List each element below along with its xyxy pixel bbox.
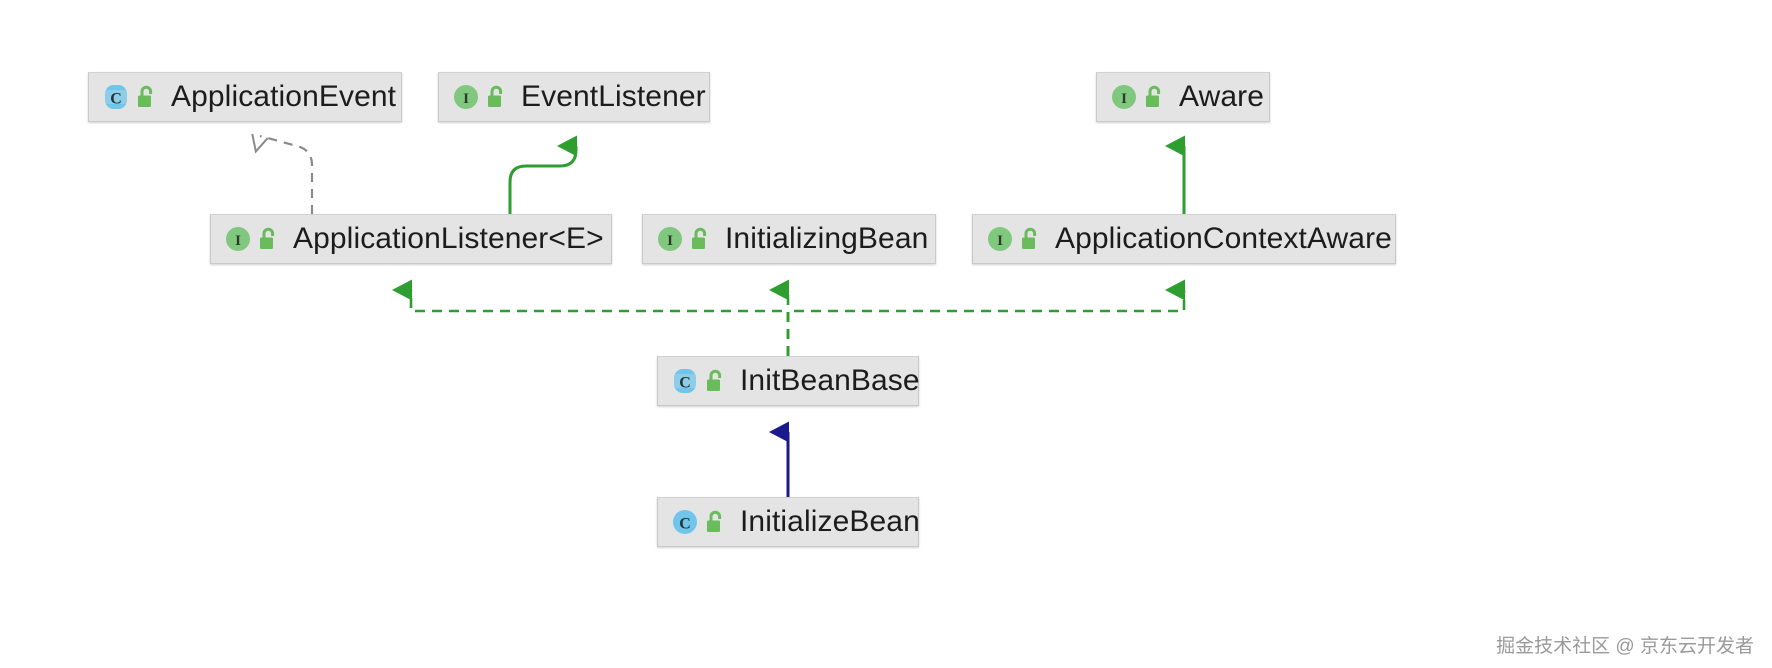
node-application-event[interactable]: C ApplicationEvent [88, 72, 402, 122]
class-icon: C [101, 82, 131, 112]
node-initialize-bean[interactable]: C InitializeBean [657, 497, 920, 547]
node-init-bean-base[interactable]: C InitBeanBase [657, 356, 920, 406]
node-application-listener[interactable]: I ApplicationListener<E> [210, 214, 612, 264]
svg-text:I: I [463, 91, 469, 107]
node-aware[interactable]: I Aware [1096, 72, 1270, 122]
node-label: Aware [1179, 80, 1264, 113]
node-label: InitializeBean [740, 505, 920, 538]
unlocked-lock-icon [689, 226, 711, 252]
svg-text:I: I [997, 233, 1003, 249]
node-label: InitBeanBase [740, 364, 920, 397]
unlocked-lock-icon [704, 368, 726, 394]
edge-application-listener-to-application-event [260, 136, 314, 214]
class-icon: C [670, 507, 700, 537]
svg-text:C: C [110, 91, 122, 108]
unlocked-lock-icon [135, 84, 157, 110]
interface-icon: I [1109, 82, 1139, 112]
edge-init-bean-base-to-application-context-aware [786, 279, 1186, 356]
unlocked-lock-icon [704, 509, 726, 535]
interface-icon: I [223, 224, 253, 254]
node-label: ApplicationEvent [171, 80, 397, 113]
edge-application-listener-to-event-listener [508, 135, 578, 214]
node-application-context-aware[interactable]: I ApplicationContextAware [972, 214, 1396, 264]
node-label: ApplicationListener<E> [293, 222, 604, 255]
node-label: ApplicationContextAware [1055, 222, 1392, 255]
node-label: InitializingBean [725, 222, 929, 255]
unlocked-lock-icon [257, 226, 279, 252]
interface-icon: I [985, 224, 1015, 254]
node-event-listener[interactable]: I EventListener [438, 72, 710, 122]
svg-text:I: I [667, 233, 673, 249]
interface-icon: I [655, 224, 685, 254]
svg-text:C: C [679, 375, 691, 392]
edge-init-bean-base-to-application-listener [392, 279, 790, 356]
watermark: 掘金技术社区 @ 京东云开发者 [1496, 636, 1754, 657]
unlocked-lock-icon [1143, 84, 1165, 110]
class-icon: C [670, 366, 700, 396]
node-label: EventListener [521, 80, 706, 113]
svg-text:I: I [1121, 91, 1127, 107]
node-initializing-bean[interactable]: I InitializingBean [642, 214, 936, 264]
unlocked-lock-icon [1019, 226, 1041, 252]
unlocked-lock-icon [485, 84, 507, 110]
interface-icon: I [451, 82, 481, 112]
svg-text:C: C [679, 516, 691, 533]
svg-text:I: I [235, 233, 241, 249]
